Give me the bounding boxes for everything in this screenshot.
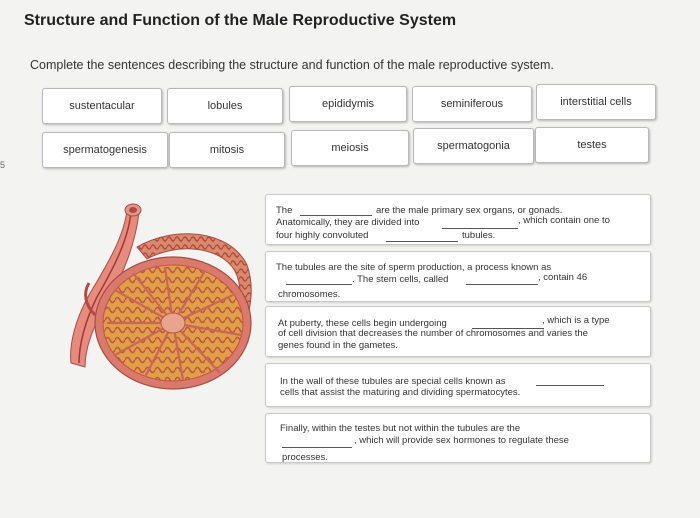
s1-text-b: Anatomically, they are divided into	[276, 217, 420, 228]
testis-illustration	[55, 195, 260, 395]
drop-target-1a[interactable]	[300, 215, 372, 216]
testis-cross-section-icon	[70, 203, 252, 390]
drop-target-2b[interactable]	[466, 284, 538, 285]
sentence-box-2: The tubules are the site of sperm produc…	[265, 251, 651, 302]
drop-target-3a[interactable]	[472, 328, 544, 329]
s4-text-b: cells that assist the maturing and divid…	[280, 387, 521, 398]
s5-text-a: Finally, within the testes but not withi…	[280, 423, 521, 434]
s1-text-e: tubules.	[462, 230, 496, 241]
s2-text-d: chromosomes.	[278, 289, 341, 300]
drop-target-5a[interactable]	[282, 447, 352, 448]
s1-the: The	[276, 205, 293, 216]
s2-text-c: , contain 46	[538, 272, 588, 283]
word-chip-sustentacular[interactable]: sustentacular	[42, 88, 162, 124]
drop-target-2a[interactable]	[286, 284, 352, 285]
instructions: Complete the sentences describing the st…	[30, 58, 554, 72]
s4-text-a: In the wall of these tubules are special…	[280, 376, 506, 387]
s3-text-c: of cell division that decreases the numb…	[278, 328, 588, 339]
s2-text-b: . The stem cells, called	[352, 274, 449, 285]
side-marker: 5	[0, 160, 6, 170]
word-chip-epididymis[interactable]: epididymis	[289, 86, 407, 122]
s2-text-a: The tubules are the site of sperm produc…	[276, 262, 552, 273]
word-chip-interstitial-cells[interactable]: interstitial cells	[536, 84, 656, 120]
word-chip-mitosis[interactable]: mitosis	[169, 132, 285, 168]
sentence-box-5: Finally, within the testes but not withi…	[265, 413, 651, 463]
word-chip-spermatogonia[interactable]: spermatogonia	[413, 128, 534, 164]
s5-text-c: processes.	[282, 452, 328, 463]
sentence-box-3: At puberty, these cells begin undergoing…	[265, 306, 651, 357]
page-title: Structure and Function of the Male Repro…	[24, 12, 457, 29]
drop-target-1b[interactable]	[442, 228, 518, 229]
word-chip-seminiferous[interactable]: seminiferous	[412, 86, 532, 122]
s3-text-a: At puberty, these cells begin undergoing	[278, 318, 447, 329]
s1-text-c: , which contain one to	[518, 215, 610, 226]
s3-text-d: genes found in the gametes.	[278, 340, 398, 351]
word-chip-meiosis[interactable]: meiosis	[291, 130, 409, 166]
drop-target-1c[interactable]	[386, 241, 458, 242]
word-chip-spermatogenesis[interactable]: spermatogenesis	[42, 132, 168, 168]
s1-text-d: four highly convoluted	[276, 230, 369, 241]
sentence-box-1: The are the male primary sex organs, or …	[265, 194, 651, 245]
word-chip-lobules[interactable]: lobules	[167, 88, 283, 124]
word-bank: sustentacular lobules epididymis seminif…	[42, 84, 656, 168]
sentence-box-4: In the wall of these tubules are special…	[265, 363, 651, 407]
s1-text-a: are the male primary sex organs, or gona…	[376, 205, 563, 216]
word-chip-testes[interactable]: testes	[535, 127, 649, 163]
drop-target-4a[interactable]	[536, 385, 604, 386]
s3-text-b: , which is a type	[542, 315, 610, 326]
s5-text-b: , which will provide sex hormones to reg…	[354, 435, 569, 446]
